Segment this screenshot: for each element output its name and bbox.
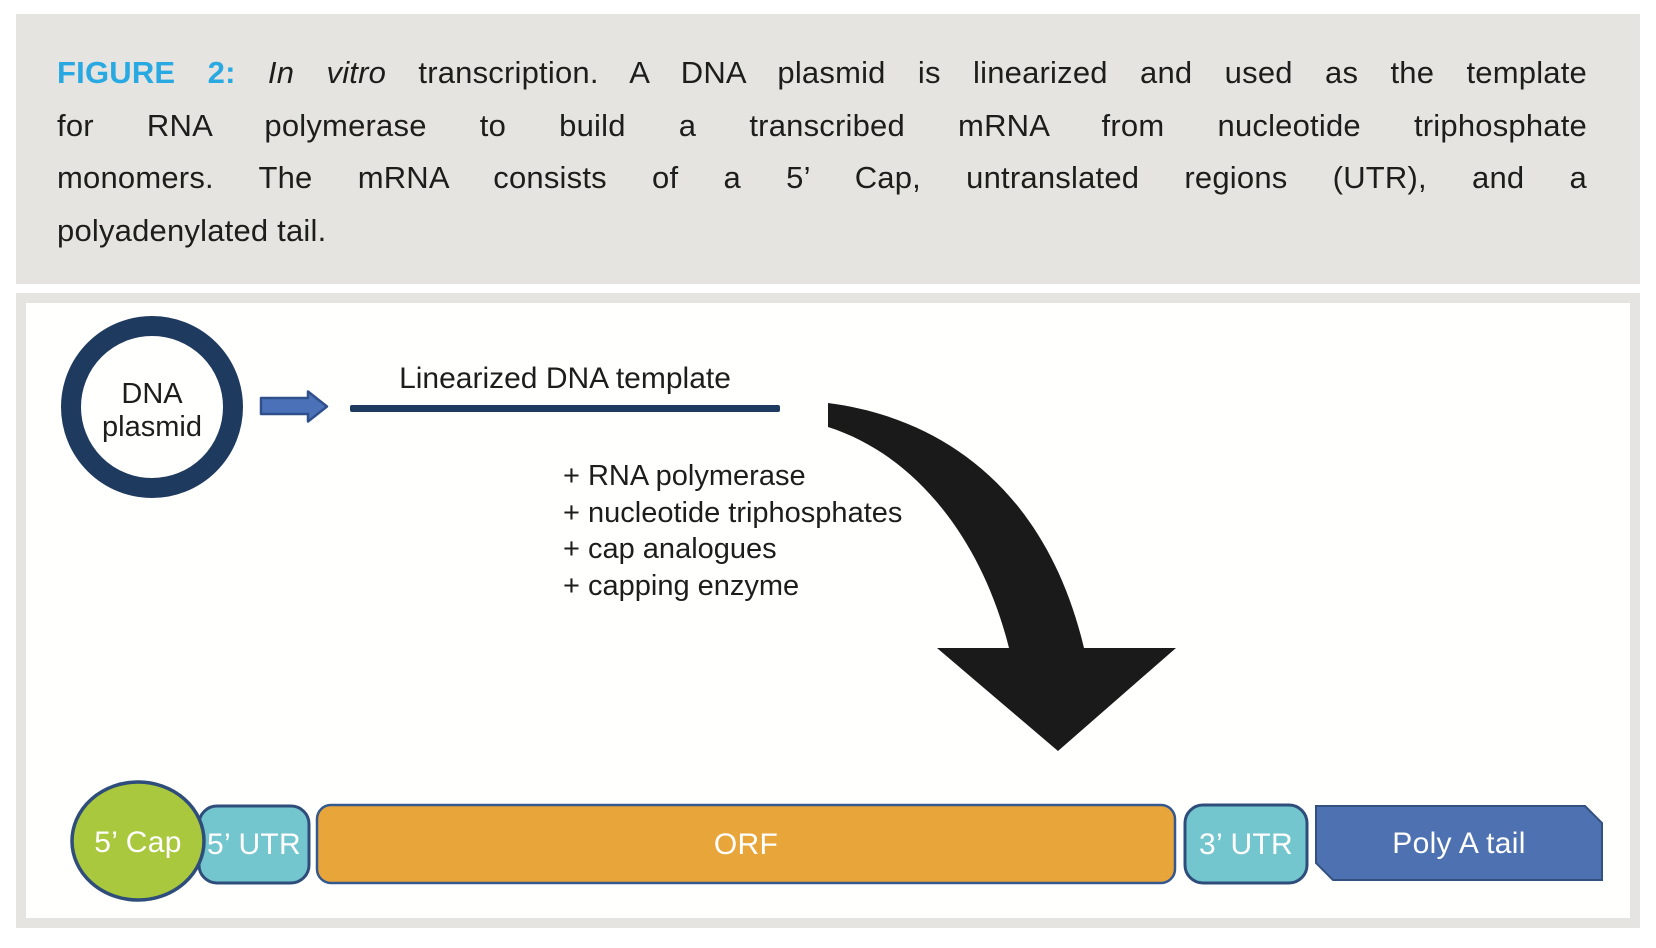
utr3-label: 3’ UTR [1198, 828, 1294, 861]
caption-line-3: monomers. The mRNA consists of a 5’ Cap,… [57, 160, 1587, 195]
cap5-label: 5’ Cap [94, 826, 182, 859]
polya-label: Poly A tail [1392, 827, 1526, 860]
caption-text: transcription. A DNA plasmid is lineariz… [418, 55, 1587, 90]
utr5-label: 5’ UTR [206, 828, 302, 861]
reagent-item: + nucleotide triphosphates [563, 496, 903, 529]
caption-line-2: for RNA polymerase to build a transcribe… [57, 107, 1587, 143]
orf-label: ORF [713, 828, 779, 861]
caption-line-1: FIGURE 2: In vitro transcription. A DNA … [57, 47, 1587, 100]
dna-plasmid-label-line1: DNA [121, 378, 183, 410]
reagent-item: + RNA polymerase [563, 460, 806, 492]
reagent-list: + RNA polymerase + nucleotide triphospha… [563, 458, 983, 604]
dna-plasmid-label-line2: plasmid [102, 411, 202, 443]
reagent-item: + cap analogues [563, 533, 777, 565]
reagent-item: + capping enzyme [563, 569, 800, 602]
caption-line-4: polyadenylated tail. [57, 212, 327, 248]
figure-number-label: FIGURE 2: [57, 55, 236, 90]
caption-italic-phrase: In vitro [267, 55, 387, 90]
figure-caption: FIGURE 2: In vitro transcription. A DNA … [16, 14, 1640, 284]
dna-plasmid-label: DNA plasmid [72, 378, 232, 444]
linearized-dna-label: Linearized DNA template [399, 362, 731, 395]
